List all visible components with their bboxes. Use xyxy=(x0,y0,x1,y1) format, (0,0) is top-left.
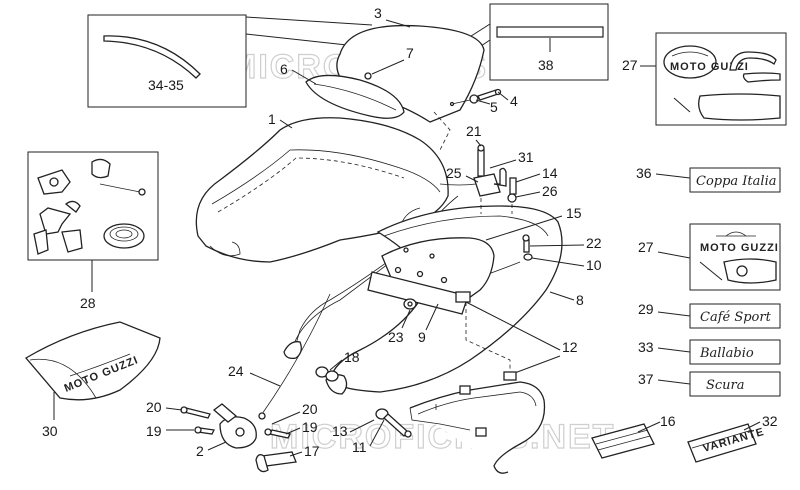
screw-19b xyxy=(264,428,291,439)
label-6: 6 xyxy=(280,61,288,77)
label-18: 18 xyxy=(344,349,360,365)
label-26: 26 xyxy=(542,183,558,199)
label-5: 5 xyxy=(490,99,498,115)
label-36: 36 xyxy=(636,165,652,181)
seat-latch-assembly xyxy=(439,144,517,214)
label-7: 7 xyxy=(406,45,414,61)
label-11: 11 xyxy=(352,439,367,455)
label-3: 3 xyxy=(374,5,382,21)
decal-coppa-text: Coppa Italia xyxy=(696,174,776,189)
label-24: 24 xyxy=(228,363,244,379)
label-20a: 20 xyxy=(146,399,162,415)
latch-hook-17 xyxy=(255,451,297,473)
label-21: 21 xyxy=(466,123,482,139)
label-9: 9 xyxy=(418,329,426,345)
decal-37: Scura xyxy=(689,371,781,397)
label-31: 31 xyxy=(518,149,534,165)
badge-brand-text: MOTO GUZZI xyxy=(670,61,749,73)
label-4: 4 xyxy=(510,93,518,109)
badge-kit-box-bottom: MOTO GUZZI xyxy=(689,223,781,291)
label-14: 14 xyxy=(542,165,558,181)
label-13: 13 xyxy=(332,423,348,439)
label-22: 22 xyxy=(586,235,602,251)
trim-strip-box: 34-35 xyxy=(87,14,247,108)
label-23: 23 xyxy=(388,329,404,345)
booklet-16 xyxy=(591,423,655,459)
lock-kit-box xyxy=(27,151,159,261)
bolt-22-washer-10 xyxy=(522,234,533,261)
inner-plate xyxy=(367,237,495,315)
decal-scura-text: Scura xyxy=(706,378,745,393)
booklet-32: VARIANTE xyxy=(687,423,766,463)
seat xyxy=(195,117,449,263)
sticker-box: 38 xyxy=(489,3,609,81)
label-30: 30 xyxy=(42,423,58,439)
label-16: 16 xyxy=(660,413,676,429)
label-2: 2 xyxy=(196,443,204,459)
decal-ballabio-text: Ballabio xyxy=(699,346,754,361)
grommet-23 xyxy=(403,298,417,310)
spacer-18 xyxy=(315,366,339,382)
label-27a: 27 xyxy=(622,57,638,73)
seat-cowl xyxy=(305,24,485,151)
label-27b: 27 xyxy=(638,239,654,255)
decal-33: Ballabio xyxy=(689,339,781,365)
label-8: 8 xyxy=(576,292,584,308)
label-20b: 20 xyxy=(302,401,318,417)
label-25: 25 xyxy=(446,165,462,181)
bolt-13-washer-11 xyxy=(375,408,412,438)
label-33: 33 xyxy=(638,339,654,355)
seat-cover: MOTO GUZZI xyxy=(25,321,161,401)
badge2-brand-text: MOTO GUZZI xyxy=(700,242,779,254)
label-1: 1 xyxy=(268,111,276,127)
label-38: 38 xyxy=(538,57,554,73)
label-34-35: 34-35 xyxy=(148,77,184,93)
label-28: 28 xyxy=(80,295,96,311)
label-29: 29 xyxy=(638,301,654,317)
label-19a: 19 xyxy=(146,423,162,439)
label-19b: 19 xyxy=(302,419,318,435)
label-37: 37 xyxy=(638,371,654,387)
label-17: 17 xyxy=(304,443,320,459)
bolt-4-5 xyxy=(469,88,502,104)
decal-29: Café Sport xyxy=(689,303,781,329)
decal-cafe-text: Café Sport xyxy=(700,310,772,325)
label-15: 15 xyxy=(566,205,582,221)
label-32: 32 xyxy=(762,413,778,429)
label-10: 10 xyxy=(586,257,602,273)
decal-36: Coppa Italia xyxy=(689,167,781,193)
seat-lock-2 xyxy=(180,403,257,449)
rear-subframe xyxy=(409,381,546,474)
label-12: 12 xyxy=(562,339,578,355)
badge-kit-box-top: MOTO GUZZI xyxy=(655,32,787,126)
